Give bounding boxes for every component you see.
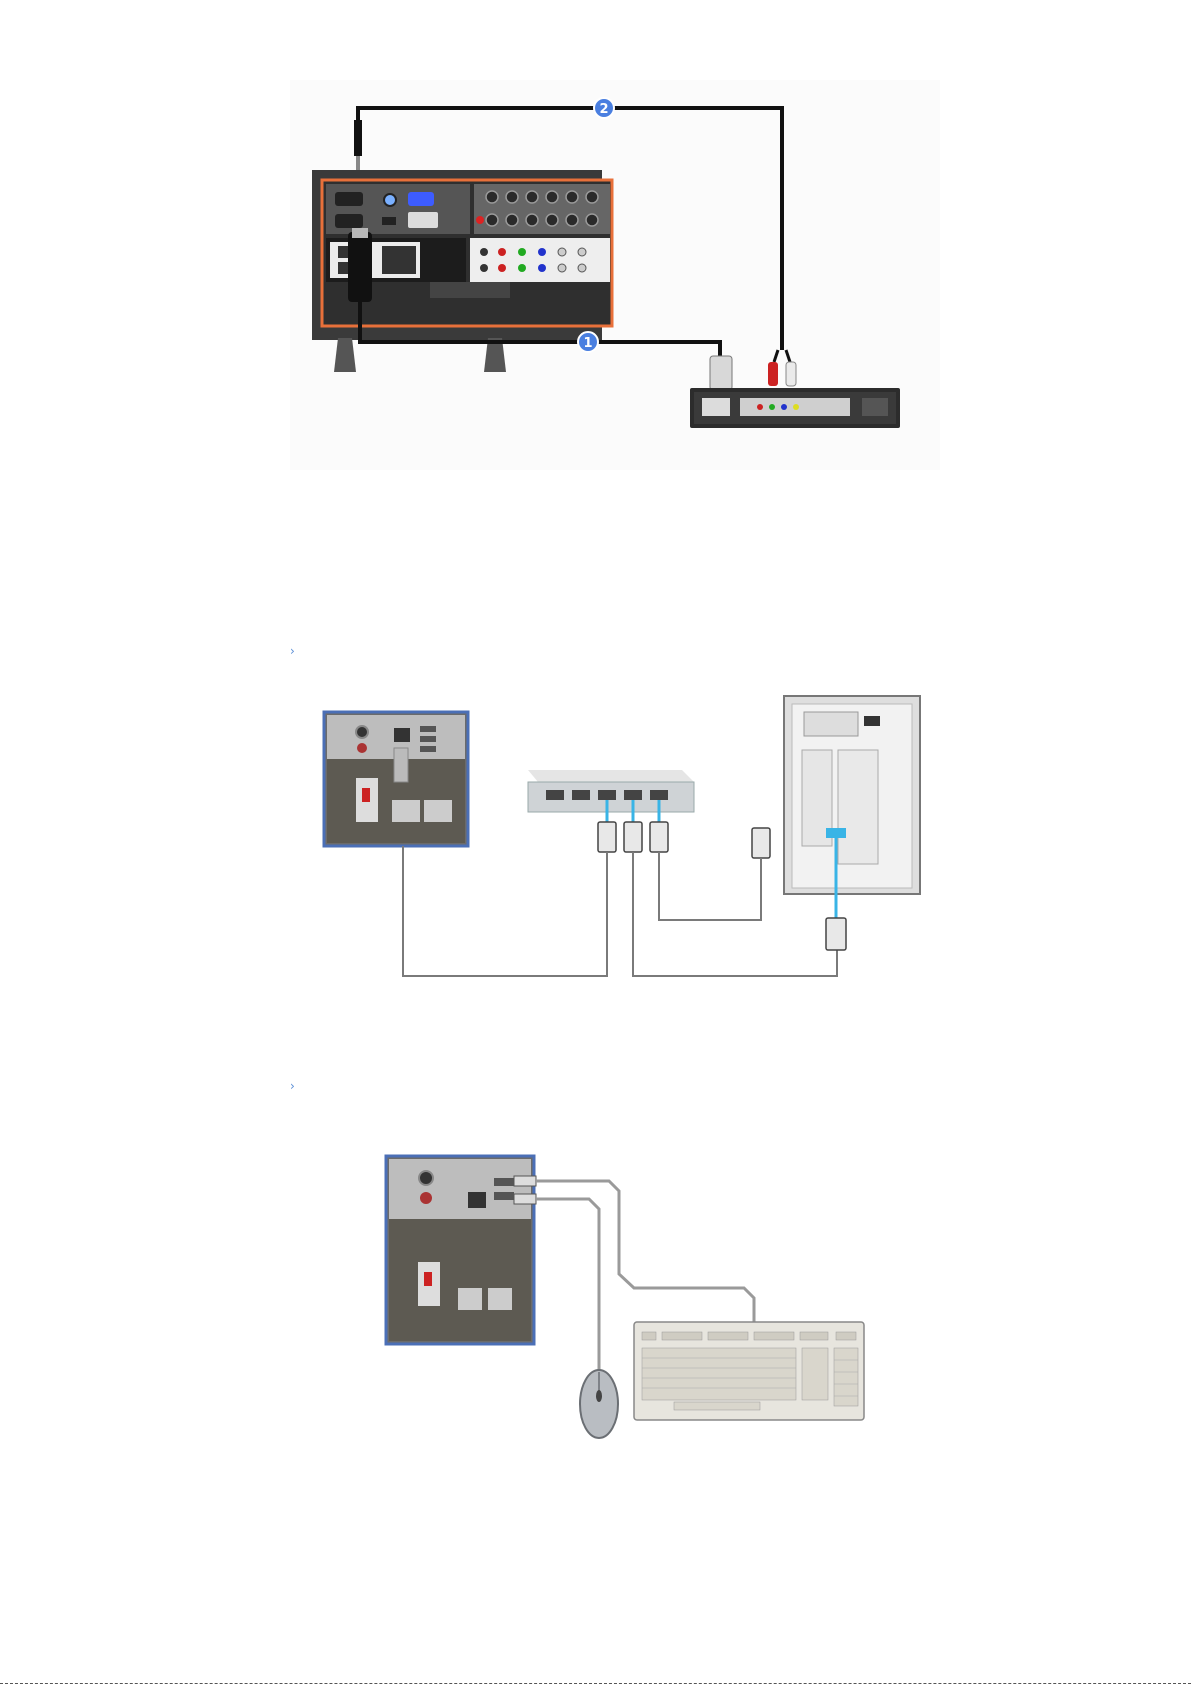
diagram-usb-connection [384,1150,874,1460]
badge-2-label: 2 [599,102,608,117]
usb-mouse [580,1370,618,1438]
monitor-rear-panel [386,1156,534,1344]
rca-connector [768,362,778,386]
section-marker-usb: › [290,1080,295,1092]
badge-1: 1 [578,332,598,352]
network-hub [528,770,694,812]
badge-2: 2 [594,98,614,118]
badge-1-label: 1 [583,336,592,351]
page-bottom-rule [0,1683,1191,1684]
section-marker-lan: › [290,645,295,657]
diagram-av-connection: 2 1 [290,80,940,470]
keyboard [634,1322,864,1420]
dvi-connector [710,356,732,390]
av-source-box [690,388,900,428]
diagram-lan-connection [318,690,928,990]
monitor-rear-panel [324,712,468,846]
